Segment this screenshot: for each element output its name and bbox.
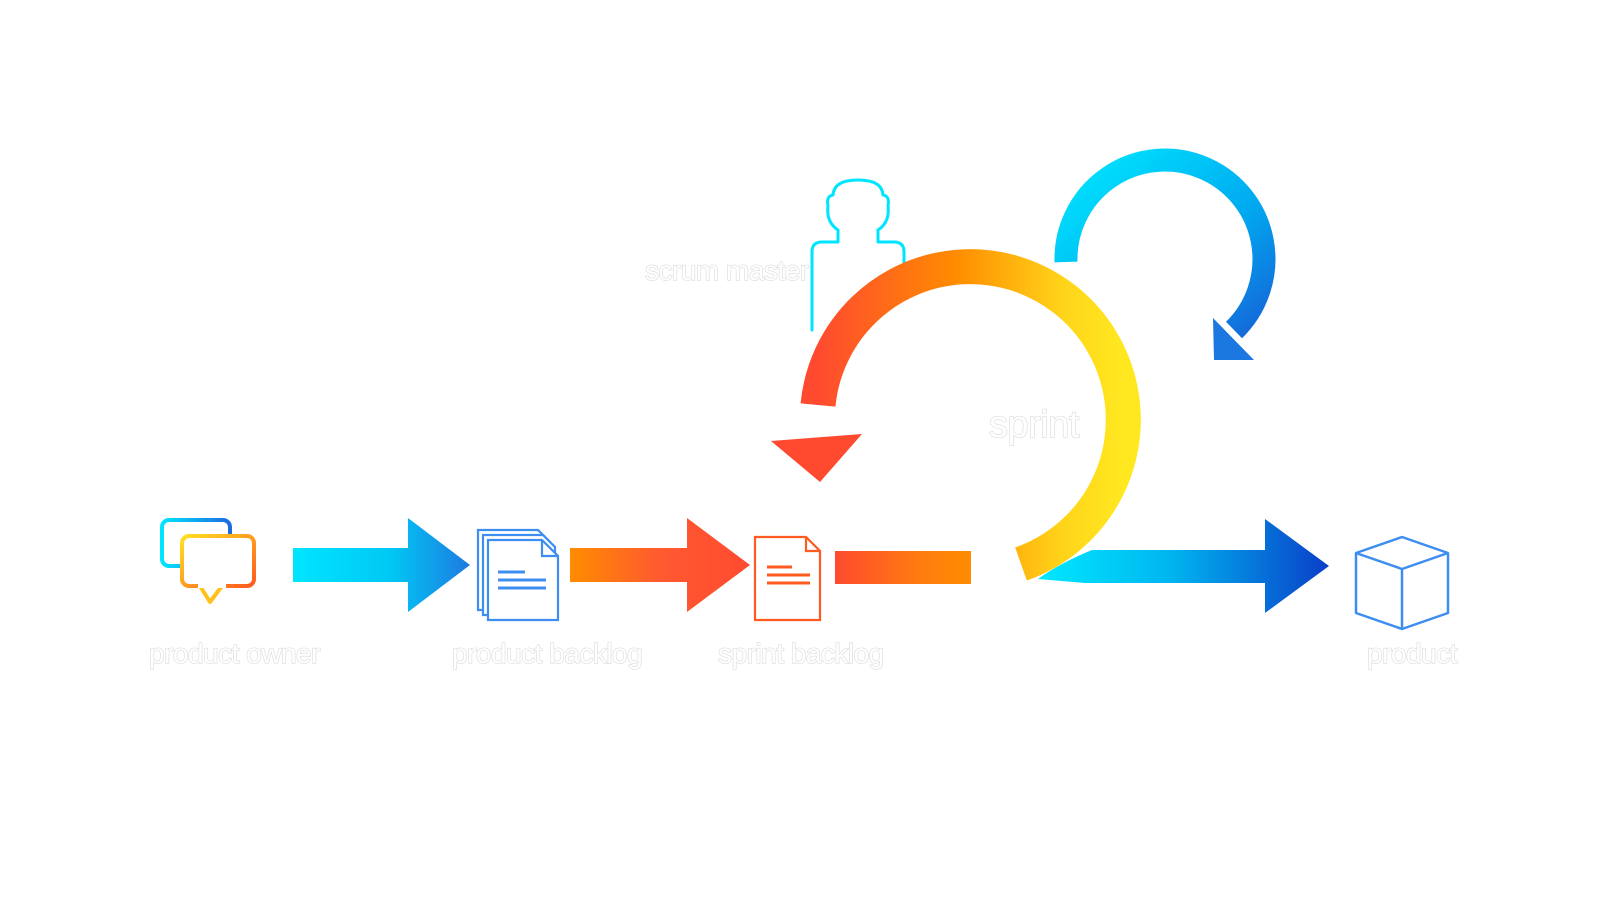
label-product-owner: product owner [149,638,320,669]
speech-bubbles-icon [160,518,256,604]
label-product: product [1367,638,1458,669]
document-stack-icon [476,528,560,622]
arrow-owner-to-backlog [293,518,470,612]
daily-loop-arrow [1054,148,1276,360]
person-icon [810,178,906,332]
label-scrum-master: scrum master [645,255,809,286]
arrow-sprint-to-product [1038,519,1329,613]
sprint-loop-arrow [771,249,1141,584]
label-sprint: sprint [989,404,1080,446]
label-product-backlog: product backlog [452,638,642,669]
arrow-backlog-to-sprint-backlog [570,518,750,612]
document-icon [753,535,822,622]
label-sprint-backlog: sprint backlog [718,638,884,669]
cube-icon [1354,535,1450,631]
